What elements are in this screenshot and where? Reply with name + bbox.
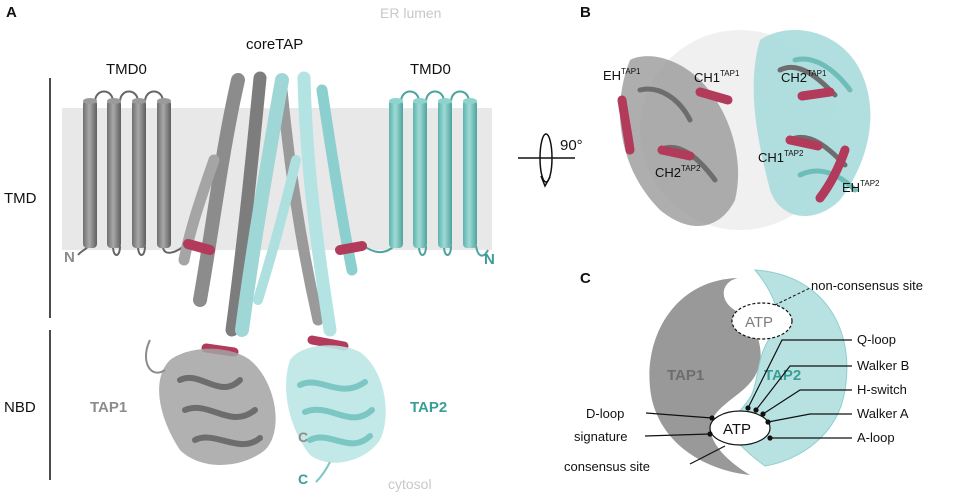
tmd-label: TMD (4, 190, 37, 207)
tap1-domain (649, 278, 761, 475)
n-terminus-right: N (484, 251, 495, 268)
ch1-tap2-label: CH1TAP2 (758, 149, 804, 165)
consensus-label: consensus site (564, 459, 650, 474)
panel-b-label: B (580, 4, 591, 21)
nbd-tap2 (286, 345, 386, 483)
eh-tap1-label: EHTAP1 (603, 67, 641, 83)
coretap-label: coreTAP (246, 36, 303, 53)
ch1-tap1-label: CH1TAP1 (694, 69, 740, 85)
right-leaders (747, 339, 852, 439)
signature-label: signature (574, 429, 627, 444)
panel-c-label: C (580, 270, 591, 287)
tap2-label-a: TAP2 (410, 399, 447, 416)
q-loop-label: Q-loop (857, 332, 896, 347)
eh-tap2-label: EHTAP2 (842, 179, 880, 195)
c-terminus-left: C (298, 429, 308, 445)
er-lumen-label: ER lumen (380, 5, 441, 21)
c-terminus-right: C (298, 471, 308, 487)
walker-a-label: Walker A (857, 406, 909, 421)
top-view-structure (617, 30, 871, 230)
panel-a: A ER lumen cytosol TMD NBD TMD0 TMD0 cor… (4, 4, 495, 492)
left-leaders (644, 412, 726, 465)
ch2-tap2-label: CH2TAP2 (655, 164, 701, 180)
cytosol-label: cytosol (388, 476, 432, 492)
walker-b-label: Walker B (857, 358, 909, 373)
h-switch-label: H-switch (857, 382, 907, 397)
panel-b: B 90° EHTAP1 CH1TAP1 CH2TAP1 CH1TAP2 CH2… (518, 4, 880, 230)
ch2-tap1-label: CH2TAP1 (781, 69, 827, 85)
nbd-label: NBD (4, 399, 36, 416)
tmd0-left-helices (77, 90, 187, 256)
atp-top-label: ATP (745, 314, 773, 331)
coretap-structure (178, 71, 367, 357)
panel-a-label: A (6, 4, 17, 21)
tap1-label-a: TAP1 (90, 399, 127, 416)
tmd0-right-label: TMD0 (410, 61, 451, 78)
d-loop-label: D-loop (586, 406, 624, 421)
tap1-label-c: TAP1 (667, 367, 704, 384)
a-loop-label: A-loop (857, 430, 895, 445)
tmd0-left-label: TMD0 (106, 61, 147, 78)
non-consensus-label: non-consensus site (811, 278, 923, 293)
n-terminus-left: N (64, 249, 75, 266)
nbd-tap1 (145, 339, 276, 465)
rotation-angle: 90° (560, 137, 583, 154)
atp-bottom-label: ATP (723, 421, 751, 438)
non-consensus-leader (774, 287, 811, 306)
rotation-icon (518, 133, 575, 188)
panel-c: C ATP ATP TAP1 TAP2 non-consensus site Q… (564, 269, 923, 475)
atp-non-consensus-site (731, 302, 793, 340)
atp-consensus-site (709, 410, 771, 446)
